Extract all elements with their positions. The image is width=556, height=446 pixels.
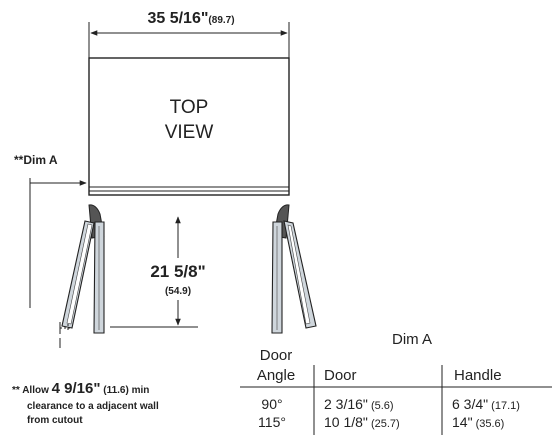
row1-door-metric: (5.6) <box>368 400 394 412</box>
svg-text:6 3/4" (17.1): 6 3/4" (17.1) <box>452 396 520 412</box>
svg-text:2 3/16" (5.6): 2 3/16" (5.6) <box>324 396 394 412</box>
clearance-note: ** Allow 4 9/16" (11.6) min clearance to… <box>12 380 159 426</box>
svg-text:35 5/16"(89.7): 35 5/16"(89.7) <box>147 10 234 27</box>
cabinet-outline <box>88 57 290 196</box>
width-value: 35 5/16" <box>147 10 208 27</box>
svg-text:** Allow 4 9/16" (11.6) min: ** Allow 4 9/16" (11.6) min <box>12 380 149 397</box>
depth-label-background <box>128 258 228 300</box>
width-dimension: 35 5/16"(89.7) <box>88 10 290 58</box>
row1-handle: 6 3/4" <box>452 396 488 412</box>
left-door-open <box>59 204 105 348</box>
dim-a-table: Dim A Door Angle Door Handle 90° 2 3/16"… <box>240 331 552 435</box>
note-value: 4 9/16" <box>52 380 101 397</box>
header-handle: Handle <box>454 367 502 384</box>
note-line2: clearance to a adjacent wall <box>27 401 159 412</box>
row2-handle: 14" <box>452 414 473 430</box>
svg-text:10 1/8" (25.7): 10 1/8" (25.7) <box>324 414 400 430</box>
width-metric: (89.7) <box>208 15 234 26</box>
svg-text:14" (35.6): 14" (35.6) <box>452 414 504 430</box>
row2-door-metric: (25.7) <box>368 418 400 430</box>
top-view-line1: TOP <box>170 97 209 118</box>
table-row: 115° 10 1/8" (25.7) 14" (35.6) <box>258 414 504 430</box>
left-door-panel-inner <box>66 223 93 325</box>
row1-door: 2 3/16" <box>324 396 368 412</box>
note-metric: (11.6) <box>100 385 128 396</box>
row2-handle-metric: (35.6) <box>473 418 505 430</box>
row1-angle: 90° <box>261 396 282 412</box>
depth-value: 21 5/8" <box>150 262 205 281</box>
cabinet-top-view: TOP VIEW <box>88 57 290 196</box>
right-door-open <box>271 204 317 334</box>
note-prefix: ** Allow <box>12 385 52 396</box>
dim-a-label: **Dim A <box>14 153 58 167</box>
note-line3: from cutout <box>27 415 83 426</box>
header-door-angle-line1: Door <box>260 347 293 364</box>
header-door-angle-line2: Angle <box>257 367 295 384</box>
depth-dimension: 21 5/8" (54.9) <box>110 216 228 328</box>
note-suffix: min <box>129 385 150 396</box>
right-door-panel-inner <box>287 224 311 325</box>
header-door: Door <box>324 367 357 384</box>
row2-door: 10 1/8" <box>324 414 368 430</box>
depth-metric: (54.9) <box>165 286 191 297</box>
table-title: Dim A <box>392 331 432 348</box>
row1-handle-metric: (17.1) <box>488 400 520 412</box>
row2-angle: 115° <box>258 414 286 430</box>
top-view-line2: VIEW <box>165 122 214 143</box>
table-row: 90° 2 3/16" (5.6) 6 3/4" (17.1) <box>261 396 519 412</box>
dim-a-leader: **Dim A <box>14 153 87 308</box>
